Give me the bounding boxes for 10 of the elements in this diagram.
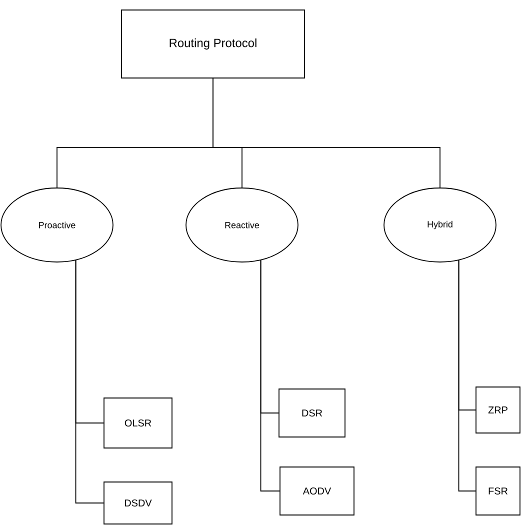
protocol-box: OLSR xyxy=(104,398,172,448)
protocol-box: DSR xyxy=(278,388,346,438)
connector-line xyxy=(75,260,104,504)
root-box: Routing Protocol xyxy=(121,10,305,78)
connector-line xyxy=(458,260,476,492)
protocol-box: FSR xyxy=(476,466,520,516)
connector-line xyxy=(260,260,280,492)
protocol-box: ZRP xyxy=(476,386,520,434)
protocol-box: AODV xyxy=(280,466,354,516)
protocol-box: DSDV xyxy=(104,482,172,524)
